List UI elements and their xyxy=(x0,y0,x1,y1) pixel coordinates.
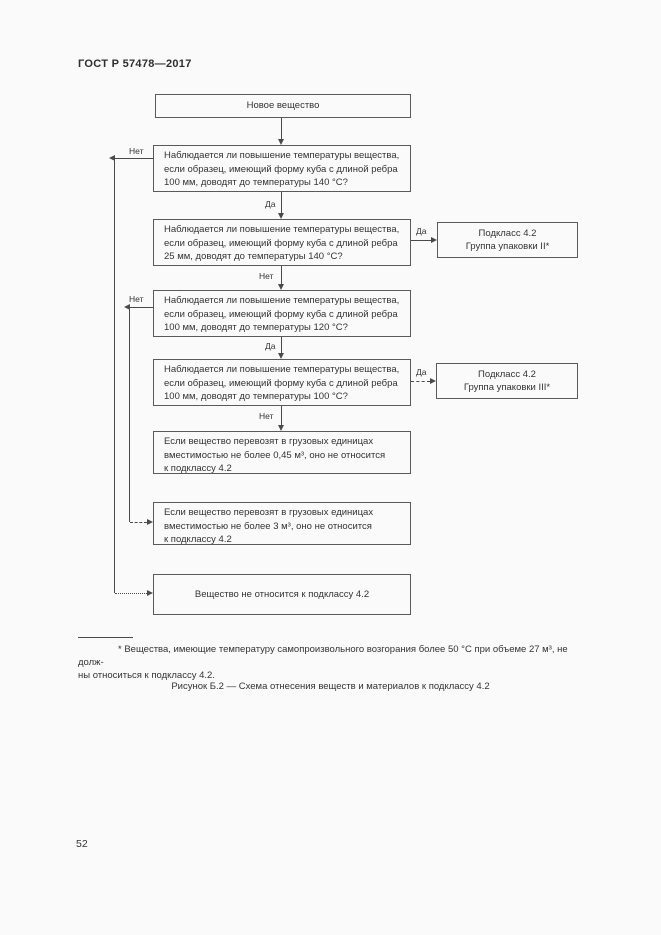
edge-label-yes: Да xyxy=(415,226,428,236)
flow-node-result-3m3: Если вещество перевозят в грузовых едини… xyxy=(153,502,411,545)
arrowhead-down-icon xyxy=(278,353,284,359)
edge-label-yes: Да xyxy=(264,199,277,209)
flow-node-question-120c-100mm: Наблюдается ли повышение температуры вещ… xyxy=(153,290,411,337)
connector-q3-yes-to-q4 xyxy=(281,337,282,353)
arrowhead-left-icon xyxy=(109,155,115,161)
flow-node-start: Новое вещество xyxy=(155,94,411,118)
figure-caption: Рисунок Б.2 — Схема отнесения веществ и … xyxy=(171,681,490,692)
connector-q2-yes-to-group-ii xyxy=(411,240,431,241)
flow-node-subclass-42-group-ii: Подкласс 4.2 Группа упаковки II* xyxy=(437,222,578,258)
flow-node-question-140c-25mm: Наблюдается ли повышение температуры вещ… xyxy=(153,219,411,266)
flow-node-question-100c-100mm: Наблюдается ли повышение температуры вещ… xyxy=(153,359,411,406)
arrowhead-right-icon xyxy=(430,378,436,384)
document-title: ГОСТ Р 57478—2017 xyxy=(78,58,192,70)
connector-q1-no-vertical xyxy=(114,158,115,593)
arrowhead-right-icon xyxy=(147,519,153,525)
connector-q3-no-horizontal xyxy=(130,307,153,308)
arrowhead-down-icon xyxy=(278,284,284,290)
connector-q3-no-to-result3 xyxy=(130,522,147,523)
arrowhead-right-icon xyxy=(431,237,437,243)
flow-node-subclass-42-group-iii: Подкласс 4.2 Группа упаковки III* xyxy=(436,363,578,399)
footnote-text: * Вещества, имеющие температуру самопрои… xyxy=(78,644,568,681)
connector-q2-no-to-q3 xyxy=(281,266,282,284)
connector-q1-no-horizontal xyxy=(115,158,153,159)
arrowhead-right-icon xyxy=(147,590,153,596)
arrowhead-down-icon xyxy=(278,425,284,431)
edge-label-no: Нет xyxy=(128,146,145,156)
arrowhead-left-icon xyxy=(124,304,130,310)
arrowhead-down-icon xyxy=(278,139,284,145)
footnote-separator xyxy=(78,637,133,638)
edge-label-no: Нет xyxy=(128,294,145,304)
connector-q3-no-vertical xyxy=(129,307,130,522)
edge-label-no: Нет xyxy=(258,271,275,281)
flow-node-result-045m3: Если вещество перевозят в грузовых едини… xyxy=(153,431,411,474)
connector-start-to-q1 xyxy=(281,118,282,139)
flow-node-not-subclass: Вещество не относится к подклассу 4.2 xyxy=(153,574,411,615)
arrowhead-down-icon xyxy=(278,213,284,219)
connector-q1-yes-to-q2 xyxy=(281,192,282,213)
edge-label-yes: Да xyxy=(264,341,277,351)
edge-label-yes: Да xyxy=(415,367,428,377)
page-number: 52 xyxy=(76,838,88,850)
connector-q4-yes-to-group-iii xyxy=(411,381,430,382)
connector-q1-no-to-not-subclass xyxy=(115,593,147,594)
edge-label-no: Нет xyxy=(258,411,275,421)
connector-q4-no-to-result045 xyxy=(281,406,282,425)
flow-node-question-140c-100mm: Наблюдается ли повышение температуры вещ… xyxy=(153,145,411,192)
